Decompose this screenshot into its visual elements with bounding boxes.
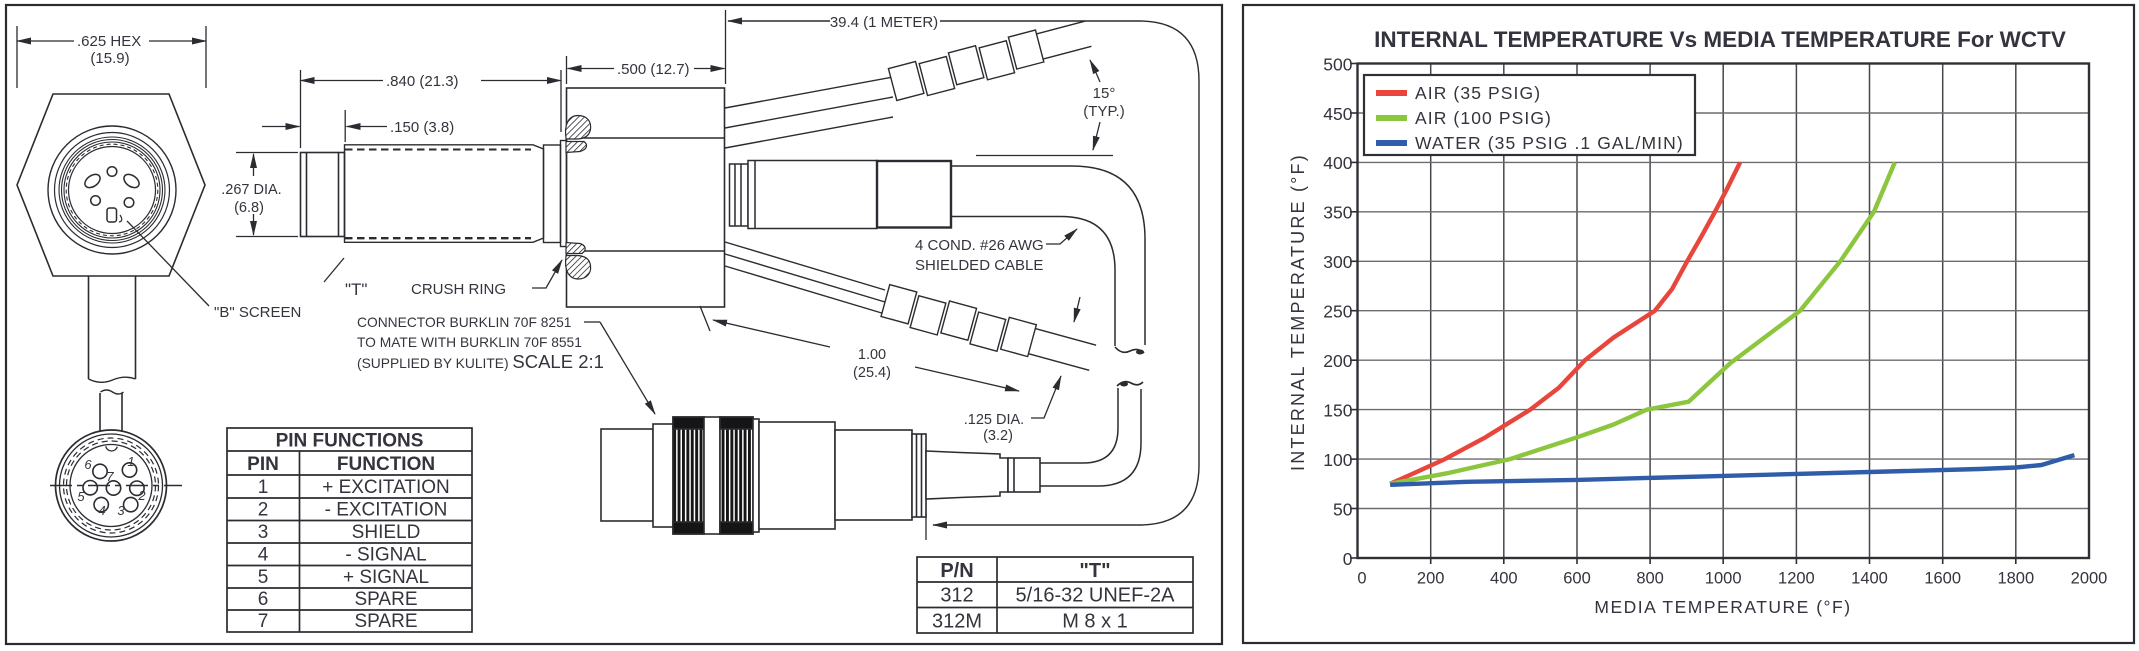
svg-text:(TYP.): (TYP.) (1083, 103, 1124, 120)
svg-text:P/N: P/N (940, 560, 973, 582)
svg-text:2: 2 (137, 488, 146, 503)
svg-text:1.00: 1.00 (858, 347, 886, 363)
svg-text:.840 (21.3): .840 (21.3) (386, 73, 459, 90)
svg-text:+ EXCITATION: + EXCITATION (322, 477, 450, 498)
svg-text:250: 250 (1323, 302, 1352, 322)
svg-text:PIN FUNCTIONS: PIN FUNCTIONS (276, 431, 424, 452)
svg-text:15°: 15° (1093, 85, 1116, 102)
svg-text:6: 6 (84, 457, 92, 472)
svg-text:(6.8): (6.8) (234, 200, 264, 216)
svg-text:FUNCTION: FUNCTION (337, 454, 435, 475)
svg-text:1200: 1200 (1778, 570, 1815, 588)
svg-text:312: 312 (940, 585, 973, 607)
svg-text:1: 1 (127, 454, 134, 469)
svg-text:7: 7 (106, 469, 114, 484)
svg-text:.267 DIA.: .267 DIA. (221, 182, 281, 198)
svg-text:400: 400 (1323, 153, 1352, 173)
svg-text:(3.2): (3.2) (983, 428, 1013, 444)
svg-text:AIR (35 PSIG): AIR (35 PSIG) (1415, 83, 1541, 103)
svg-text:200: 200 (1323, 351, 1352, 371)
svg-text:600: 600 (1563, 570, 1591, 588)
svg-text:150: 150 (1323, 400, 1352, 420)
svg-text:"B" SCREEN: "B" SCREEN (214, 304, 301, 321)
svg-text:4: 4 (258, 545, 269, 566)
svg-text:1: 1 (258, 477, 269, 498)
svg-text:200: 200 (1417, 570, 1445, 588)
svg-text:M 8 x 1: M 8 x 1 (1062, 611, 1128, 633)
svg-text:400: 400 (1490, 570, 1518, 588)
svg-text:+ SIGNAL: + SIGNAL (343, 567, 429, 588)
svg-text:.625 HEX: .625 HEX (77, 33, 141, 50)
svg-text:500: 500 (1323, 54, 1352, 74)
svg-text:6: 6 (258, 589, 269, 610)
svg-text:1000: 1000 (1705, 570, 1742, 588)
svg-text:.500 (12.7): .500 (12.7) (617, 61, 690, 78)
svg-text:2000: 2000 (2071, 570, 2108, 588)
svg-text:7: 7 (258, 611, 269, 632)
svg-text:5/16-32 UNEF-2A: 5/16-32 UNEF-2A (1016, 585, 1176, 607)
svg-text:SHIELDED CABLE: SHIELDED CABLE (915, 257, 1043, 274)
svg-text:"T": "T" (345, 280, 367, 299)
svg-text:- SIGNAL: - SIGNAL (345, 545, 426, 566)
svg-text:MEDIA TEMPERATURE (°F): MEDIA TEMPERATURE (°F) (1594, 597, 1851, 617)
svg-text:2: 2 (258, 500, 269, 521)
svg-text:AIR (100 PSIG): AIR (100 PSIG) (1415, 108, 1552, 128)
svg-text:CRUSH RING: CRUSH RING (411, 281, 506, 298)
svg-text:4: 4 (98, 503, 105, 518)
svg-text:SPARE: SPARE (354, 589, 417, 610)
svg-text:5: 5 (258, 567, 269, 588)
svg-text:INTERNAL TEMPERATURE Vs MEDIA: INTERNAL TEMPERATURE Vs MEDIA TEMPERATUR… (1374, 27, 2066, 52)
svg-text:.150 (3.8): .150 (3.8) (390, 119, 454, 136)
svg-text:0: 0 (1357, 570, 1366, 588)
svg-text:800: 800 (1636, 570, 1664, 588)
svg-text:"T": "T" (1079, 560, 1110, 582)
svg-text:3: 3 (117, 503, 125, 518)
svg-text:39.4 (1 METER): 39.4 (1 METER) (830, 14, 938, 31)
svg-text:1800: 1800 (1997, 570, 2034, 588)
svg-text:3: 3 (258, 522, 269, 543)
svg-text:(25.4): (25.4) (853, 365, 891, 381)
svg-text:50: 50 (1333, 499, 1353, 519)
svg-text:0: 0 (1343, 549, 1353, 569)
svg-text:- EXCITATION: - EXCITATION (325, 500, 448, 521)
svg-text:312M: 312M (932, 611, 982, 633)
svg-text:5: 5 (77, 489, 85, 504)
svg-text:(15.9): (15.9) (90, 50, 129, 67)
svg-text:450: 450 (1323, 104, 1352, 124)
svg-text:CONNECTOR BURKLIN 70F 8251: CONNECTOR BURKLIN 70F 8251 (357, 315, 571, 330)
svg-text:TO MATE WITH BURKLIN 70F 8551: TO MATE WITH BURKLIN 70F 8551 (357, 335, 582, 350)
svg-text:INTERNAL TEMPERATURE (°F): INTERNAL TEMPERATURE (°F) (1288, 153, 1308, 471)
svg-text:.125 DIA.: .125 DIA. (964, 412, 1024, 428)
svg-text:WATER (35 PSIG .1 GAL/MIN): WATER (35 PSIG .1 GAL/MIN) (1415, 133, 1684, 153)
svg-text:(SUPPLIED BY KULITE) SCALE 2:1: (SUPPLIED BY KULITE) SCALE 2:1 (357, 351, 604, 372)
svg-text:100: 100 (1323, 450, 1352, 470)
svg-text:SHIELD: SHIELD (352, 522, 421, 543)
svg-text:SPARE: SPARE (354, 611, 417, 632)
svg-text:1400: 1400 (1851, 570, 1888, 588)
svg-text:300: 300 (1323, 252, 1352, 272)
svg-text:1600: 1600 (1924, 570, 1961, 588)
svg-text:4 COND. #26 AWG: 4 COND. #26 AWG (915, 237, 1044, 254)
svg-text:PIN: PIN (247, 454, 279, 475)
svg-text:350: 350 (1323, 203, 1352, 223)
